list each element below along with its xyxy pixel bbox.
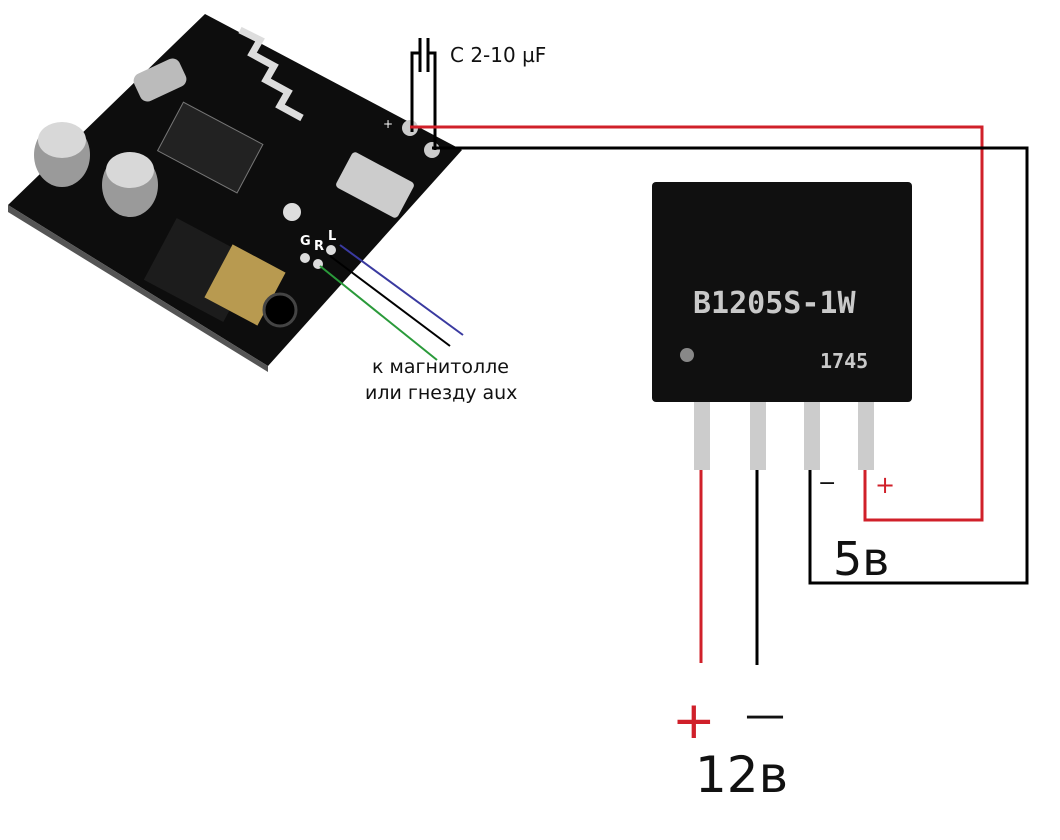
wire-audio-green — [319, 265, 438, 361]
wire-5v-negative — [432, 146, 1029, 585]
wire-audio-black — [329, 255, 451, 347]
converter-date-code: 1745 — [820, 349, 868, 373]
capacitor-symbol — [410, 38, 437, 150]
pad-l — [326, 245, 336, 255]
pin-label-l: L — [328, 229, 336, 244]
input-plus-label: + — [672, 691, 716, 751]
aux-note-line1: к магнитолле — [372, 356, 509, 378]
aux-note-line2: или гнезду aux — [365, 382, 517, 404]
wire-audio-blue — [339, 244, 464, 336]
bluetooth-audio-board: + G R L — [8, 14, 462, 372]
input-minus-label: — — [745, 692, 785, 738]
output-minus-label: − — [818, 471, 836, 496]
pad-plus-label: + — [383, 117, 393, 131]
converter-model: B1205S-1W — [693, 286, 856, 321]
output-plus-label: + — [875, 471, 895, 499]
capacitor-100uf-1 — [34, 122, 90, 187]
pad-g — [300, 253, 310, 263]
ic-chip — [156, 101, 264, 194]
input-voltage-label: 12в — [695, 746, 788, 804]
capacitor-label: C 2-10 µF — [450, 43, 546, 67]
pin-label-r: R — [314, 239, 324, 254]
crystal — [133, 58, 187, 102]
audio-jack — [143, 217, 298, 328]
micro-usb-port — [336, 152, 414, 218]
wire-5v-positive — [410, 125, 984, 522]
pad-minus — [424, 142, 440, 158]
output-voltage-label: 5в — [833, 532, 889, 586]
capacitor-100uf-2 — [102, 152, 158, 217]
dc-dc-converter: B1205S-1W 1745 — [652, 182, 912, 470]
pin-label-g: G — [300, 234, 311, 249]
antenna-trace — [238, 26, 304, 122]
